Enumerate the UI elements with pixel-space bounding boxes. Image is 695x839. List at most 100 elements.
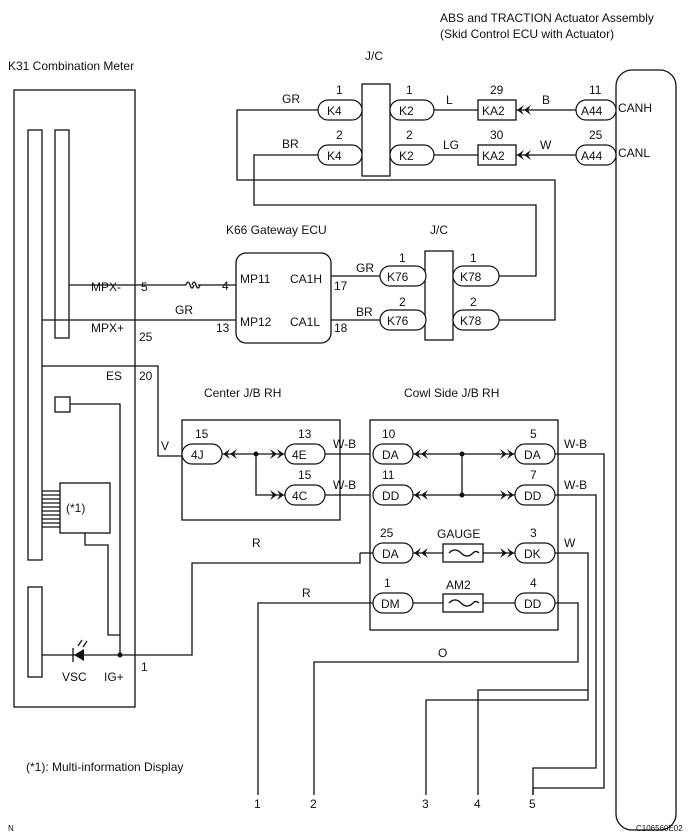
mpx-plus-pin: 25 — [139, 330, 153, 344]
wire-gr-mpx: GR — [175, 303, 193, 317]
wire-gr-k4: GR — [282, 92, 300, 106]
dd-1-label: DD — [382, 489, 400, 503]
junction-dot — [459, 492, 465, 498]
am2-fuse-label: AM2 — [446, 578, 471, 592]
ka2-1-label: KA2 — [482, 104, 505, 118]
es-label: ES — [106, 369, 122, 383]
ca1l-label: CA1L — [290, 315, 320, 329]
wire-wb-4e: W-B — [333, 437, 356, 451]
k2-1-pin: 1 — [406, 83, 413, 97]
k78-1-pin: 1 — [470, 251, 477, 265]
ka2-2-pin: 30 — [490, 128, 504, 142]
dd-1-pin: 11 — [382, 468, 395, 482]
igplus-label: IG+ — [104, 670, 124, 684]
center-jb-box — [181, 419, 341, 521]
k4-1-pin: 1 — [336, 83, 343, 97]
title-line1: ABS and TRACTION Actuator Assembly — [440, 11, 654, 25]
fuse-icon — [448, 549, 480, 557]
4c-label: 4C — [292, 489, 308, 503]
mpx-minus-label: MPX- — [91, 280, 121, 294]
cowl-jb-label: Cowl Side J/B RH — [404, 386, 499, 400]
ka2-2-label: KA2 — [482, 149, 505, 163]
corner-mark: N — [8, 824, 14, 833]
wire-br-k76: BR — [356, 305, 373, 319]
jc-top-box — [361, 83, 391, 177]
dk-pin: 3 — [530, 526, 537, 540]
meter-bar-right — [54, 129, 70, 339]
k4-2-pin: 2 — [336, 128, 343, 142]
actuator-body — [615, 69, 677, 831]
dm-pin: 1 — [384, 576, 391, 590]
terminal-5: 5 — [529, 797, 536, 811]
canh-label: CANH — [618, 101, 652, 115]
a44-1-connector — [575, 99, 617, 121]
terminal-1: 1 — [254, 797, 261, 811]
wire-w-a44: W — [540, 138, 552, 152]
wire-r-da: R — [252, 536, 261, 550]
dm-label: DM — [381, 597, 400, 611]
terminal-3: 3 — [422, 797, 429, 811]
mpx-minus-pin: 5 — [141, 280, 148, 294]
vsc-label: VSC — [62, 670, 87, 684]
wire-wb-out1: W-B — [564, 437, 587, 451]
da-1-label: DA — [382, 448, 399, 462]
wire-r-dm: R — [302, 586, 311, 600]
dk-label: DK — [524, 547, 541, 561]
vsc-led-icon — [72, 639, 88, 662]
k76-2-connector — [379, 309, 427, 331]
meter-small-square — [54, 396, 71, 413]
combination-meter-box — [13, 89, 136, 708]
combination-meter-label: K31 Combination Meter — [8, 59, 134, 73]
jc-top-label: J/C — [365, 49, 383, 63]
4j-label: 4J — [191, 448, 204, 462]
k2-2-pin: 2 — [406, 128, 413, 142]
wire-l: L — [446, 93, 453, 107]
mp11-pin: 4 — [222, 279, 229, 293]
a44-2-label: A44 — [581, 149, 603, 163]
k4-1-label: K4 — [327, 104, 342, 118]
wire-lg: LG — [443, 138, 459, 152]
4e-label: 4E — [292, 448, 307, 462]
4e-pin: 13 — [298, 427, 312, 441]
ca1h-pin: 17 — [334, 279, 348, 293]
a44-1-label: A44 — [581, 104, 603, 118]
k78-2-pin: 2 — [470, 295, 477, 309]
dd-3-label: DD — [524, 597, 542, 611]
dd-2-pin: 7 — [530, 468, 537, 482]
cowl-jb-box — [369, 419, 559, 631]
meter-bar-left — [27, 129, 43, 561]
terminal-2: 2 — [310, 797, 317, 811]
mpx-plus-label: MPX+ — [91, 321, 124, 335]
ka2-1-pin: 29 — [490, 83, 504, 97]
k4-2-connector — [317, 144, 363, 166]
k78-2-label: K78 — [460, 314, 482, 328]
jc-mid-label: J/C — [430, 223, 448, 237]
display-ref-label: (*1) — [66, 501, 85, 515]
k2-2-label: K2 — [399, 149, 414, 163]
fuse-icon — [448, 599, 480, 607]
da-1-pin: 10 — [382, 427, 396, 441]
canl-label: CANL — [618, 146, 650, 160]
k76-1-pin: 1 — [399, 251, 406, 265]
k4-2-label: K4 — [327, 149, 342, 163]
k2-1-label: K2 — [399, 104, 414, 118]
title-line2: (Skid Control ECU with Actuator) — [440, 27, 614, 41]
mp12-label: MP12 — [240, 315, 272, 329]
es-pin: 20 — [139, 369, 153, 383]
dd-2-label: DD — [524, 489, 542, 503]
ca1h-label: CA1H — [290, 272, 322, 286]
terminal-4: 4 — [474, 797, 481, 811]
wire-o: O — [438, 646, 447, 660]
k78-1-label: K78 — [460, 270, 482, 284]
k76-1-label: K76 — [387, 270, 409, 284]
igplus-pin: 1 — [141, 660, 148, 674]
a44-2-connector — [575, 144, 617, 166]
junction-dot — [459, 451, 465, 457]
ca1l-pin: 18 — [334, 321, 348, 335]
a44-2-pin: 25 — [589, 128, 603, 142]
k4-1-connector — [317, 99, 363, 121]
display-connector-lines — [42, 490, 60, 528]
k76-2-label: K76 — [387, 314, 409, 328]
mp11-label: MP11 — [240, 272, 271, 286]
